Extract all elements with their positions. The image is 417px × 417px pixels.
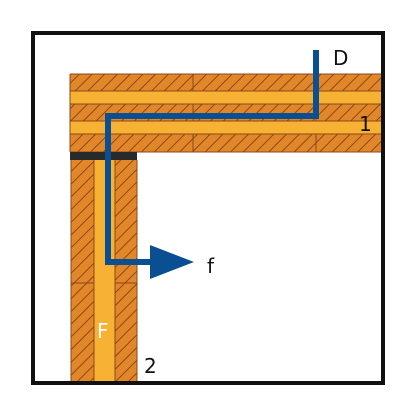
label-two: 2: [144, 354, 157, 378]
flow-path: [105, 50, 319, 279]
vertical-wall-element: [70, 160, 138, 383]
label-d: D: [333, 46, 348, 70]
joint-seal-strip: [70, 152, 137, 160]
label-f-small: f: [207, 254, 215, 278]
horizontal-wall-element: [69, 73, 383, 153]
diagram-frame: [31, 31, 385, 385]
label-one: 1: [359, 112, 372, 136]
flow-arrow-head: [150, 245, 194, 279]
label-f-capital: F: [97, 319, 109, 343]
wall-construction: [69, 73, 383, 383]
